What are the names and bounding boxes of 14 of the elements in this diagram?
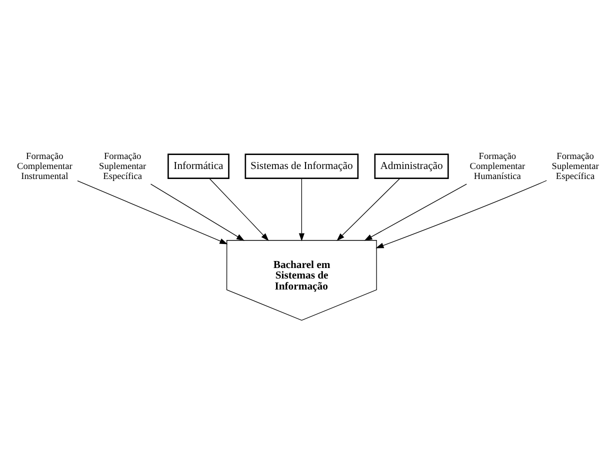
- arrow: [209, 178, 269, 240]
- node-box: Sistemas de Informação: [244, 153, 359, 178]
- node-box: Administração: [374, 153, 449, 178]
- arrow: [298, 178, 304, 241]
- arrow: [364, 183, 467, 240]
- node-text: Formação Complementar Humanística: [470, 151, 526, 182]
- node-text: Formação Suplementar Específica: [552, 151, 599, 182]
- node-text: Formação Suplementar Específica: [99, 151, 146, 182]
- arrow: [77, 180, 228, 244]
- arrow: [336, 178, 400, 240]
- arrow: [150, 183, 245, 240]
- node-box: Informática: [168, 153, 230, 178]
- arrow: [376, 180, 547, 248]
- node-text: Formação Complementar Instrumental: [17, 151, 72, 182]
